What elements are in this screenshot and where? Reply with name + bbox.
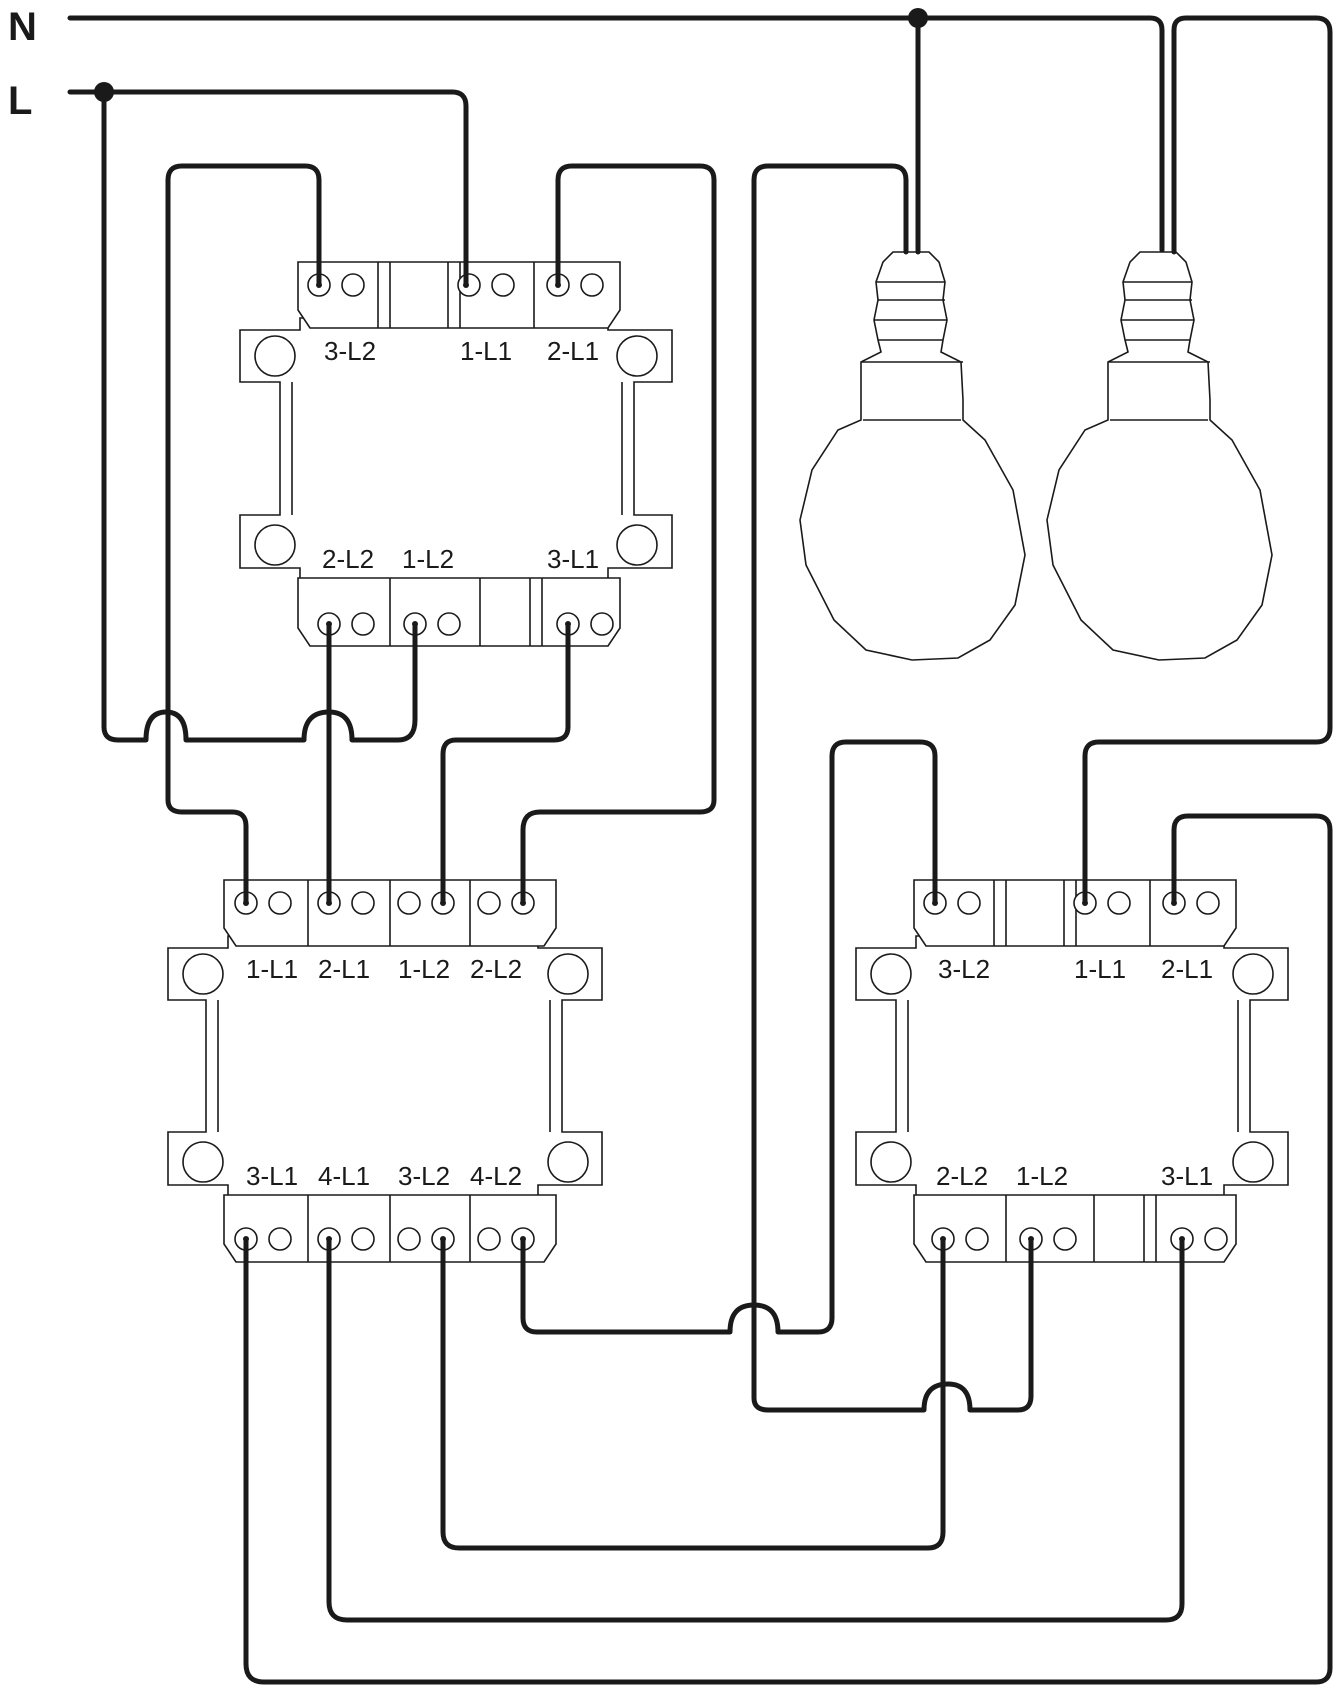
switch-c-terminal-3-L2: 3-L2 — [938, 954, 990, 984]
switch-a-terminal-2-L2: 2-L2 — [322, 544, 374, 574]
switch-c-terminal-1-L1: 1-L1 — [1074, 954, 1126, 984]
switch-c-terminal-2-L1: 2-L1 — [1161, 954, 1213, 984]
switch-a-terminal-1-L1: 1-L1 — [460, 336, 512, 366]
switch-a-terminal-2-L1: 2-L1 — [547, 336, 599, 366]
neutral-junction-dot — [908, 8, 928, 28]
switch-c-terminal-3-L1: 3-L1 — [1161, 1161, 1213, 1191]
switch-a-terminal-3-L1: 3-L1 — [547, 544, 599, 574]
switch-b-terminal-2-L1: 2-L1 — [318, 954, 370, 984]
lamp-1 — [799, 251, 1026, 661]
switch-a-terminal-1-L2: 1-L2 — [402, 544, 454, 574]
switch-b-terminal-4-L1: 4-L1 — [318, 1161, 370, 1191]
neutral-label: N — [8, 5, 37, 49]
switch-b-terminal-1-L2: 1-L2 — [398, 954, 450, 984]
switch-c-terminal-1-L2: 1-L2 — [1016, 1161, 1068, 1191]
wires — [67, 8, 1333, 1685]
switch-b-terminal-3-L1: 3-L1 — [246, 1161, 298, 1191]
terminal-dots — [243, 282, 1185, 1242]
switch-b-terminal-2-L2: 2-L2 — [470, 954, 522, 984]
switch-b-terminal-1-L1: 1-L1 — [246, 954, 298, 984]
live-label: L — [8, 79, 32, 123]
switch-b-terminal-4-L2: 4-L2 — [470, 1161, 522, 1191]
switch-b-terminal-3-L2: 3-L2 — [398, 1161, 450, 1191]
switch-b: 1-L1 2-L1 1-L2 2-L2 3-L1 4-L1 3-L2 4-L2 — [167, 879, 603, 1263]
switch-c-terminal-2-L2: 2-L2 — [936, 1161, 988, 1191]
switch-a: 3-L2 1-L1 2-L1 2-L2 1-L2 3-L1 — [239, 261, 673, 647]
switch-c: 3-L2 1-L1 2-L1 2-L2 1-L2 3-L1 — [855, 879, 1289, 1263]
lamp-2 — [1046, 251, 1273, 661]
switch-a-terminal-3-L2: 3-L2 — [324, 336, 376, 366]
